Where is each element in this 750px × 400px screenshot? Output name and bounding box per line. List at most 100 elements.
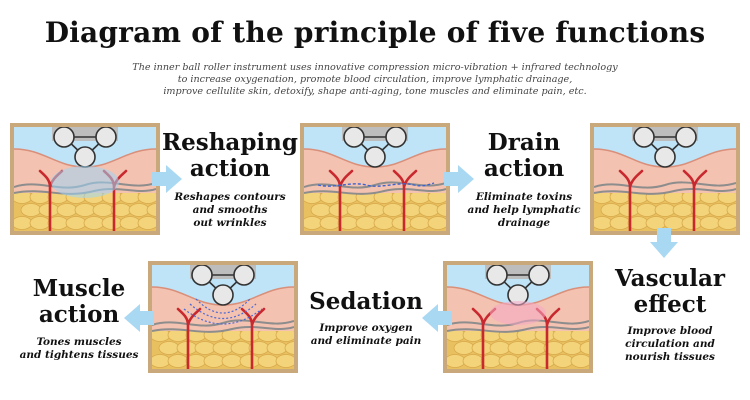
- roller-ball: [95, 127, 117, 148]
- fat-cell: [355, 216, 377, 230]
- fat-cell: [20, 203, 42, 217]
- right-arrow-icon: [152, 165, 182, 193]
- fat-cell: [654, 203, 676, 217]
- cross-section-illustration: [447, 265, 589, 369]
- fat-cell: [158, 341, 180, 355]
- roller-ball: [191, 265, 213, 286]
- roller-ball: [343, 127, 365, 148]
- heading-line: action: [38, 301, 120, 328]
- desc-line: Improve blood: [627, 325, 713, 337]
- fat-cell: [447, 354, 466, 368]
- heading-line: action: [483, 155, 565, 182]
- fat-cell: [275, 354, 294, 368]
- vibration-arc: [189, 303, 257, 319]
- heading-line: Sedation: [309, 288, 423, 315]
- fat-cell: [636, 203, 658, 217]
- cross-section-illustration: [14, 127, 156, 231]
- fat-cell: [14, 216, 33, 230]
- fat-cell: [373, 216, 395, 230]
- vibration-arc: [183, 308, 263, 325]
- desc-line: Eliminate toxins: [475, 191, 573, 203]
- roller-ball: [633, 127, 655, 148]
- cross-section-illustration: [304, 127, 446, 231]
- heading-sedation: Sedation: [302, 289, 430, 315]
- fat-cell: [167, 354, 189, 368]
- roller-ball: [53, 127, 75, 148]
- connective-fiber: [152, 319, 294, 327]
- desc-line: out wrinkles: [193, 217, 267, 229]
- roller-frame: [642, 136, 688, 159]
- fat-cell: [83, 216, 105, 230]
- fat-cell: [579, 341, 589, 355]
- fat-cell: [257, 354, 279, 368]
- fat-cell: [561, 341, 583, 355]
- fat-cell: [364, 203, 386, 217]
- roller-ball: [486, 265, 508, 286]
- fat-cell: [212, 341, 234, 355]
- cross-section-illustration: [152, 265, 294, 369]
- fat-cell: [101, 216, 123, 230]
- fat-cell: [453, 341, 475, 355]
- fat-cell: [146, 203, 156, 217]
- desc-line: nourish tissues: [625, 351, 715, 363]
- desc-vascular: Improve blood circulation and nourish ti…: [604, 325, 736, 364]
- desc-line: and smooths: [192, 204, 268, 216]
- roller-ball: [385, 127, 407, 148]
- fat-cell: [266, 341, 288, 355]
- fat-cell: [516, 354, 538, 368]
- heading-line: Reshaping: [162, 129, 298, 156]
- left-arrow-icon: [422, 304, 452, 332]
- connective-fiber: [594, 188, 736, 195]
- roller-ball: [654, 146, 676, 168]
- desc-muscle: Tones muscles and tightens tissues: [10, 336, 148, 362]
- fat-cell: [427, 216, 446, 230]
- roller-ball: [74, 146, 96, 168]
- fat-cell: [436, 203, 446, 217]
- heading-vascular: Vascular effect: [600, 266, 740, 318]
- connective-fiber: [304, 188, 446, 195]
- panel-reshaping: [10, 123, 160, 235]
- fat-cell: [525, 341, 547, 355]
- desc-drain: Eliminate toxins and help lymphatic drai…: [452, 191, 596, 230]
- panel-drain: [300, 123, 450, 235]
- desc-reshaping: Reshapes contours and smooths out wrinkl…: [162, 191, 298, 230]
- infrared-glow: [51, 166, 119, 198]
- roller-frame: [62, 136, 108, 159]
- fat-cell: [609, 216, 631, 230]
- fat-cell: [56, 203, 78, 217]
- fat-cell: [409, 216, 431, 230]
- page-title: Diagram of the principle of five functio…: [44, 16, 706, 49]
- fat-cell: [239, 354, 261, 368]
- fat-cell: [346, 203, 368, 217]
- subtitle-line: improve cellulite skin, detoxify, shape …: [163, 86, 587, 97]
- fat-cell: [600, 203, 622, 217]
- desc-line: circulation and: [625, 338, 715, 350]
- heading-line: action: [189, 155, 271, 182]
- fat-cell: [391, 216, 413, 230]
- blood-vessel: [176, 307, 202, 369]
- connective-fiber: [447, 326, 589, 333]
- fat-cell: [319, 216, 341, 230]
- connective-fiber: [594, 181, 736, 189]
- fat-cell: [29, 216, 51, 230]
- fat-cell: [382, 203, 404, 217]
- subtitle: The inner ball roller instrument uses in…: [60, 62, 690, 98]
- cross-section-illustration: [594, 127, 736, 231]
- roller-ball: [675, 127, 697, 148]
- down-arrow-icon: [650, 228, 678, 258]
- roller-ball: [364, 146, 386, 168]
- desc-line: and eliminate pain: [310, 335, 422, 347]
- fat-cell: [310, 203, 332, 217]
- fat-cell: [699, 216, 721, 230]
- blood-vessel: [682, 169, 708, 231]
- fat-cell: [552, 354, 574, 368]
- roller-frame: [495, 274, 541, 297]
- blood-vessel: [240, 307, 266, 369]
- fat-cell: [681, 216, 703, 230]
- fat-cell: [152, 354, 171, 368]
- heading-line: Drain: [487, 129, 561, 156]
- fat-cell: [203, 354, 225, 368]
- fat-cell: [418, 203, 440, 217]
- roller-ball: [233, 265, 255, 286]
- desc-line: and help lymphatic: [467, 204, 581, 216]
